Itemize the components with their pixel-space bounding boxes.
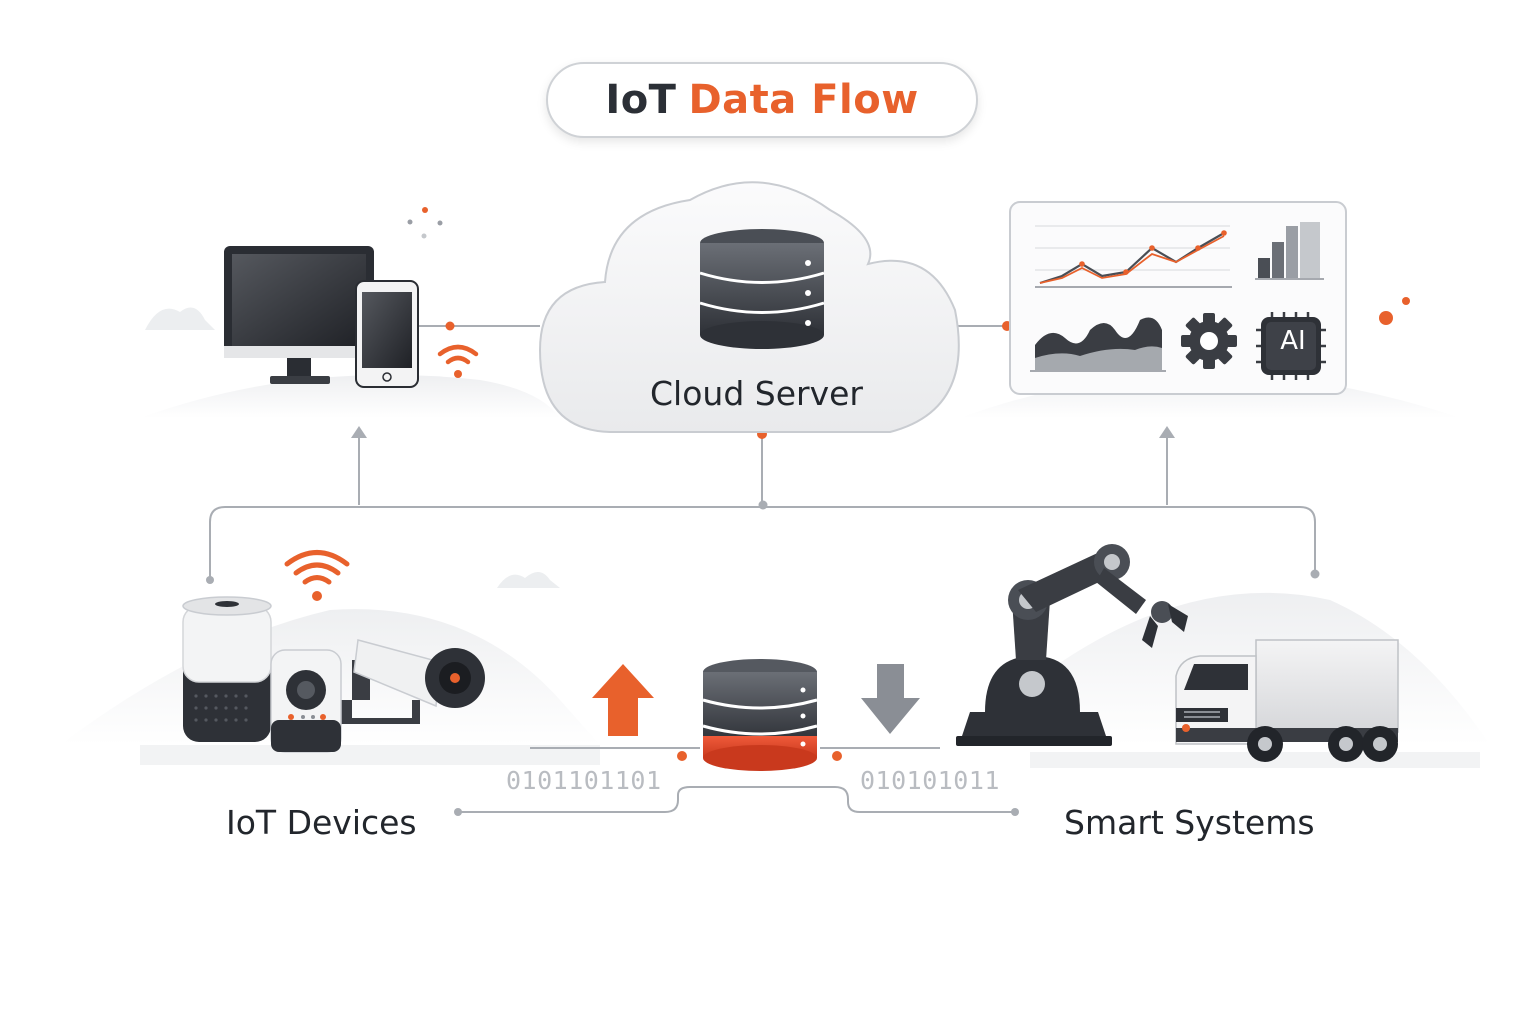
area-chart-icon: [1030, 317, 1166, 372]
robotic-arm-icon: [956, 544, 1188, 746]
binary-stream-download: 010101011: [860, 766, 1000, 795]
line-chart-icon: [1035, 225, 1232, 288]
smartphone-icon: [355, 280, 419, 388]
page-title: IoT Data Flow: [546, 62, 978, 138]
title-accent-text: Data Flow: [688, 77, 919, 123]
analytics-dashboard: [1009, 201, 1347, 395]
monitor-icon: [224, 246, 374, 384]
gear-icon: [1181, 313, 1237, 369]
iot-devices-label: IoT Devices: [226, 803, 417, 842]
wifi-icon: [437, 344, 479, 378]
wifi-signal-icon: [284, 550, 350, 601]
download-arrow-icon: [861, 664, 920, 734]
arrowheads: [351, 426, 1175, 438]
cloud-server-node: [538, 181, 960, 433]
ai-chip-label: AI: [1280, 326, 1306, 356]
delivery-truck-icon: [1175, 639, 1399, 762]
iot-devices-group: [182, 550, 485, 753]
smart-systems-label: Smart Systems: [1064, 803, 1315, 842]
smart-camera-icon: [270, 649, 342, 753]
bar-chart-icon: [1255, 222, 1324, 280]
local-database-icon: [702, 659, 818, 771]
smart-systems-group: [956, 544, 1399, 762]
ai-chip-icon: [1256, 312, 1326, 380]
smart-speaker-icon: [182, 596, 272, 742]
title-text: IoT: [605, 77, 677, 123]
upload-arrow-icon: [592, 664, 654, 736]
security-camera-icon: [340, 639, 485, 724]
cloud-server-label: Cloud Server: [650, 374, 863, 413]
data-exchange: [592, 659, 920, 771]
decorative-particles: [407, 207, 1410, 325]
database-icon: [699, 229, 825, 349]
computer-devices: [224, 246, 479, 388]
binary-stream-upload: 0101101101: [506, 766, 662, 795]
